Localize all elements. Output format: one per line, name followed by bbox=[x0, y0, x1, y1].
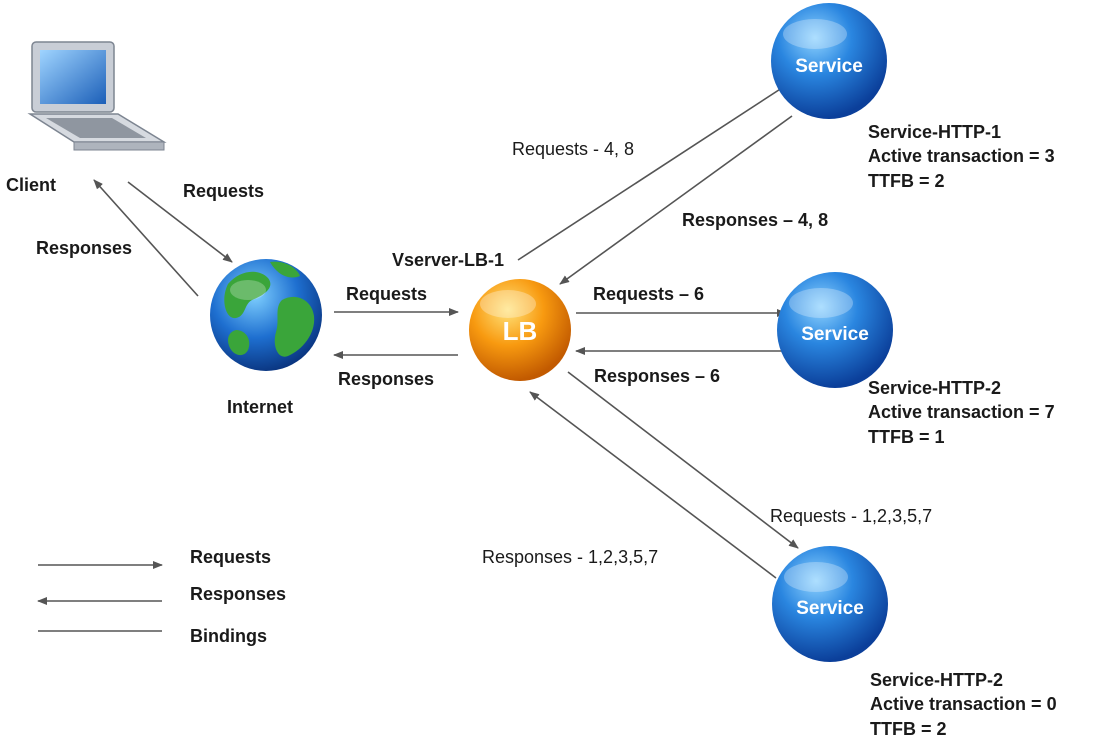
client-responses-arrow bbox=[93, 179, 199, 297]
client-label: Client bbox=[6, 175, 56, 195]
legend-responses-label: Responses bbox=[190, 584, 286, 604]
service-node-2-text: Service bbox=[801, 324, 869, 345]
service-1-name: Service-HTTP-1 bbox=[868, 122, 1001, 142]
s1-responses-arrow bbox=[559, 115, 793, 285]
vserver-name: Vserver-LB-1 bbox=[392, 250, 504, 270]
laptop-icon bbox=[27, 41, 167, 151]
s3-requests-label: Requests - 1,2,3,5,7 bbox=[770, 506, 932, 526]
client-requests-label: Requests bbox=[183, 181, 264, 201]
service-3-ttfb: TTFB = 2 bbox=[870, 719, 947, 739]
s3-requests-arrow bbox=[567, 371, 799, 549]
internet-requests-label: Requests bbox=[346, 284, 427, 304]
service-node-1: Service bbox=[771, 3, 887, 119]
service-node-1-text: Service bbox=[795, 56, 863, 77]
service-2-ttfb: TTFB = 1 bbox=[868, 427, 945, 447]
service-2-name: Service-HTTP-2 bbox=[868, 378, 1001, 398]
service-3-active: Active transaction = 0 bbox=[870, 694, 1057, 714]
legend-requests-label: Requests bbox=[190, 547, 271, 567]
service-1-info: Service-HTTP-1 Active transaction = 3 TT… bbox=[868, 122, 1055, 191]
globe-icon bbox=[210, 259, 322, 371]
s1-requests-arrow bbox=[517, 83, 789, 261]
legend-bindings-label: Bindings bbox=[190, 626, 267, 646]
s3-responses-arrow bbox=[529, 391, 777, 579]
s1-responses-label: Responses – 4, 8 bbox=[682, 210, 828, 230]
service-2-info: Service-HTTP-2 Active transaction = 7 TT… bbox=[868, 378, 1055, 447]
service-node-2: Service bbox=[777, 272, 893, 388]
service-1-active: Active transaction = 3 bbox=[868, 146, 1055, 166]
s3-responses-label: Responses - 1,2,3,5,7 bbox=[482, 547, 658, 567]
s1-requests-label: Requests - 4, 8 bbox=[512, 139, 634, 159]
service-node-3-text: Service bbox=[796, 598, 864, 619]
service-3-name: Service-HTTP-2 bbox=[870, 670, 1003, 690]
internet-responses-label: Responses bbox=[338, 369, 434, 389]
service-3-info: Service-HTTP-2 Active transaction = 0 TT… bbox=[870, 670, 1057, 739]
client-responses-label: Responses bbox=[36, 238, 132, 258]
service-2-active: Active transaction = 7 bbox=[868, 402, 1055, 422]
client-requests-arrow bbox=[127, 181, 233, 263]
internet-label: Internet bbox=[227, 397, 293, 417]
lb-node-text: LB bbox=[503, 316, 538, 346]
lb-node: LB bbox=[469, 279, 571, 381]
legend: Requests Responses Bindings bbox=[37, 547, 286, 646]
s2-responses-label: Responses – 6 bbox=[594, 366, 720, 386]
s2-requests-label: Requests – 6 bbox=[593, 284, 704, 304]
service-1-ttfb: TTFB = 2 bbox=[868, 171, 945, 191]
service-node-3: Service bbox=[772, 546, 888, 662]
